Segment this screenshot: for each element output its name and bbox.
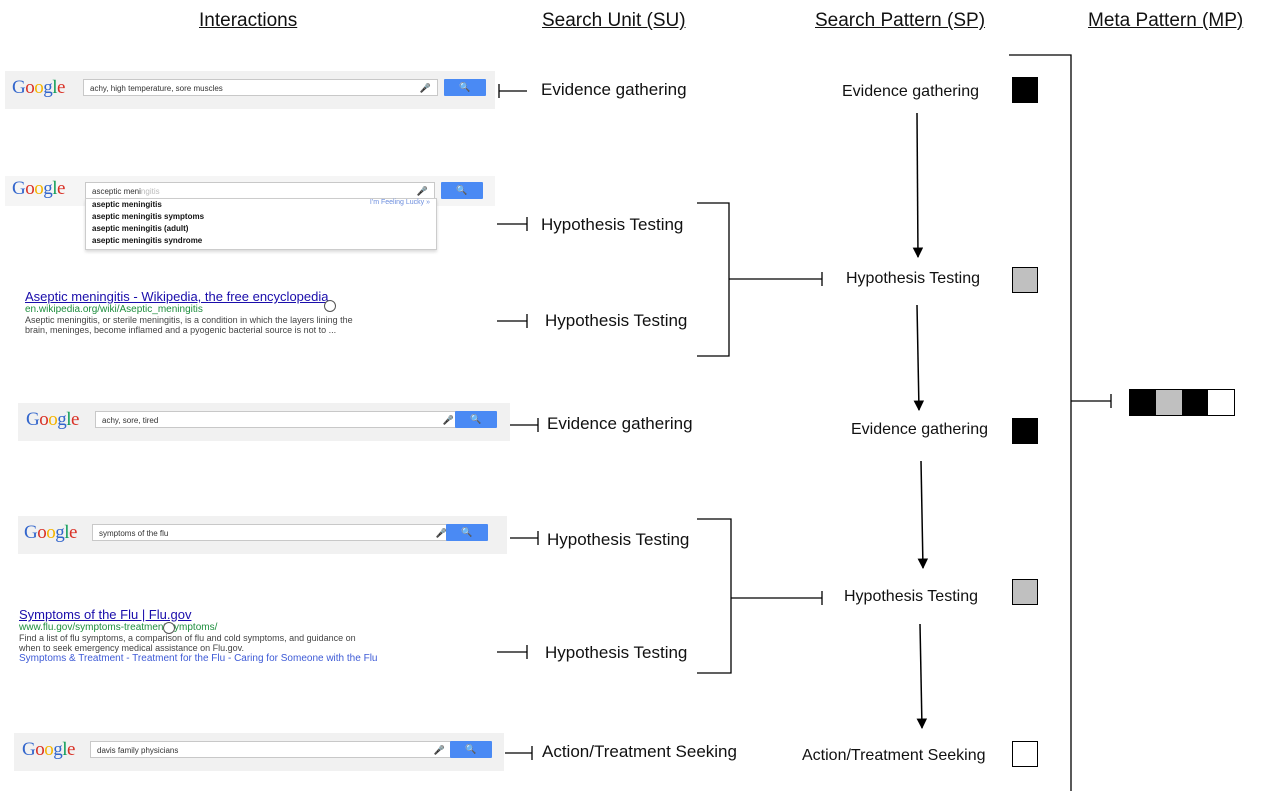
meta-cell-gray <box>1156 390 1182 415</box>
tick-connector <box>510 418 539 432</box>
search-result-1: Aseptic meningitis - Wikipedia, the free… <box>25 289 495 336</box>
pattern-square-black <box>1012 418 1038 444</box>
bracket-connector <box>697 202 823 357</box>
google-search-bar-4: Google symptoms of the flu🎤 🔍 <box>18 516 507 554</box>
result-snippet: Aseptic meningitis, or sterile meningiti… <box>25 315 353 325</box>
microphone-icon[interactable]: 🎤 <box>419 83 431 93</box>
microphone-icon[interactable]: 🎤 <box>416 186 428 196</box>
search-unit-label: Evidence gathering <box>547 414 693 433</box>
result-snippet: brain, meninges, become inflamed and a p… <box>25 325 337 335</box>
search-button[interactable]: 🔍 <box>446 524 488 541</box>
search-unit-label: Hypothesis Testing <box>541 215 684 234</box>
google-logo: Google <box>12 77 65 98</box>
pattern-square-white <box>1012 741 1038 767</box>
search-pattern-label: Evidence gathering <box>851 421 988 438</box>
meta-cell-black <box>1182 390 1208 415</box>
google-search-bar-2: Google asceptic meningitis🎤 🔍 aseptic me… <box>5 176 495 250</box>
google-logo: Google <box>26 409 79 430</box>
header-meta-pattern: Meta Pattern (MP) <box>1088 10 1244 31</box>
microphone-icon[interactable]: 🎤 <box>435 528 447 538</box>
suggestion-item[interactable]: aseptic meningitis (adult) <box>92 224 189 233</box>
meta-bracket <box>1009 54 1112 791</box>
search-unit-label: Hypothesis Testing <box>545 311 688 330</box>
arrow-down-icon <box>917 460 929 570</box>
arrow-down-icon <box>916 623 928 730</box>
google-search-bar-5: Google davis family physicians🎤 🔍 <box>14 733 504 771</box>
pattern-square-black <box>1012 77 1038 103</box>
meta-cell-white <box>1208 390 1234 415</box>
tick-connector <box>497 217 528 231</box>
tick-connector <box>505 746 533 760</box>
arrow-down-icon <box>912 112 924 259</box>
hand-cursor-icon <box>163 622 175 634</box>
feeling-lucky-link[interactable]: I'm Feeling Lucky » <box>369 199 430 206</box>
search-icon: 🔍 <box>459 82 471 92</box>
google-search-bar-1: Google achy, high temperature, sore musc… <box>5 71 495 109</box>
result-title-link[interactable]: Aseptic meningitis - Wikipedia, the free… <box>25 289 329 304</box>
pattern-square-gray <box>1012 267 1038 293</box>
result-sitelinks[interactable]: Symptoms & Treatment - Treatment for the… <box>19 653 378 664</box>
search-button[interactable]: 🔍 <box>455 411 497 428</box>
search-icon: 🔍 <box>470 414 482 424</box>
result-url: en.wikipedia.org/wiki/Aseptic_meningitis <box>25 304 203 315</box>
google-logo: Google <box>22 739 75 760</box>
search-unit-label: Hypothesis Testing <box>545 643 688 662</box>
result-snippet: when to seek emergency medical assistanc… <box>19 643 244 653</box>
tick-connector <box>497 314 528 328</box>
bracket-connector <box>697 518 823 674</box>
search-input[interactable]: davis family physicians🎤 <box>90 741 452 758</box>
search-pattern-label: Hypothesis Testing <box>844 588 978 605</box>
tick-connector <box>498 84 527 98</box>
google-search-bar-3: Google achy, sore, tired🎤 🔍 <box>18 403 510 441</box>
header-interactions: Interactions <box>199 10 298 31</box>
google-logo: Google <box>12 178 65 199</box>
search-input[interactable]: achy, high temperature, sore muscles🎤 <box>83 79 438 96</box>
search-pattern-label: Action/Treatment Seeking <box>802 747 986 764</box>
microphone-icon[interactable]: 🎤 <box>433 745 445 755</box>
search-result-2: Symptoms of the Flu | Flu.gov www.flu.go… <box>19 608 494 665</box>
search-icon: 🔍 <box>465 744 477 754</box>
result-url: www.flu.gov/symptoms-treatment/symptoms/ <box>19 622 218 633</box>
header-search-unit: Search Unit (SU) <box>542 10 686 31</box>
search-button[interactable]: 🔍 <box>441 182 483 199</box>
hand-cursor-icon <box>324 300 336 312</box>
arrow-down-icon <box>913 304 925 412</box>
suggestion-item[interactable]: aseptic meningitis syndrome <box>92 236 203 245</box>
suggestion-item[interactable]: aseptic meningitis symptoms <box>92 212 205 221</box>
pattern-square-gray <box>1012 579 1038 605</box>
search-pattern-label: Evidence gathering <box>842 83 979 100</box>
search-icon: 🔍 <box>456 185 468 195</box>
result-title-link[interactable]: Symptoms of the Flu | Flu.gov <box>19 607 192 622</box>
header-search-pattern: Search Pattern (SP) <box>815 10 986 31</box>
search-input[interactable]: achy, sore, tired🎤 <box>95 411 461 428</box>
search-unit-label: Evidence gathering <box>541 80 687 99</box>
result-snippet: Find a list of flu symptoms, a compariso… <box>19 633 356 643</box>
search-icon: 🔍 <box>461 527 473 537</box>
tick-connector <box>497 645 528 659</box>
tick-connector <box>510 531 539 545</box>
google-logo: Google <box>24 522 77 543</box>
meta-cell-black <box>1130 390 1156 415</box>
search-input[interactable]: symptoms of the flu🎤 <box>92 524 454 541</box>
meta-pattern-strip <box>1129 389 1235 416</box>
search-unit-label: Hypothesis Testing <box>547 530 690 549</box>
search-button[interactable]: 🔍 <box>444 79 486 96</box>
suggestion-item[interactable]: aseptic meningitis <box>92 200 162 209</box>
autocomplete-dropdown: aseptic meningitis aseptic meningitis sy… <box>85 198 437 250</box>
search-pattern-label: Hypothesis Testing <box>846 270 980 287</box>
search-unit-label: Action/Treatment Seeking <box>542 742 737 761</box>
search-button[interactable]: 🔍 <box>450 741 492 758</box>
microphone-icon[interactable]: 🎤 <box>442 415 454 425</box>
